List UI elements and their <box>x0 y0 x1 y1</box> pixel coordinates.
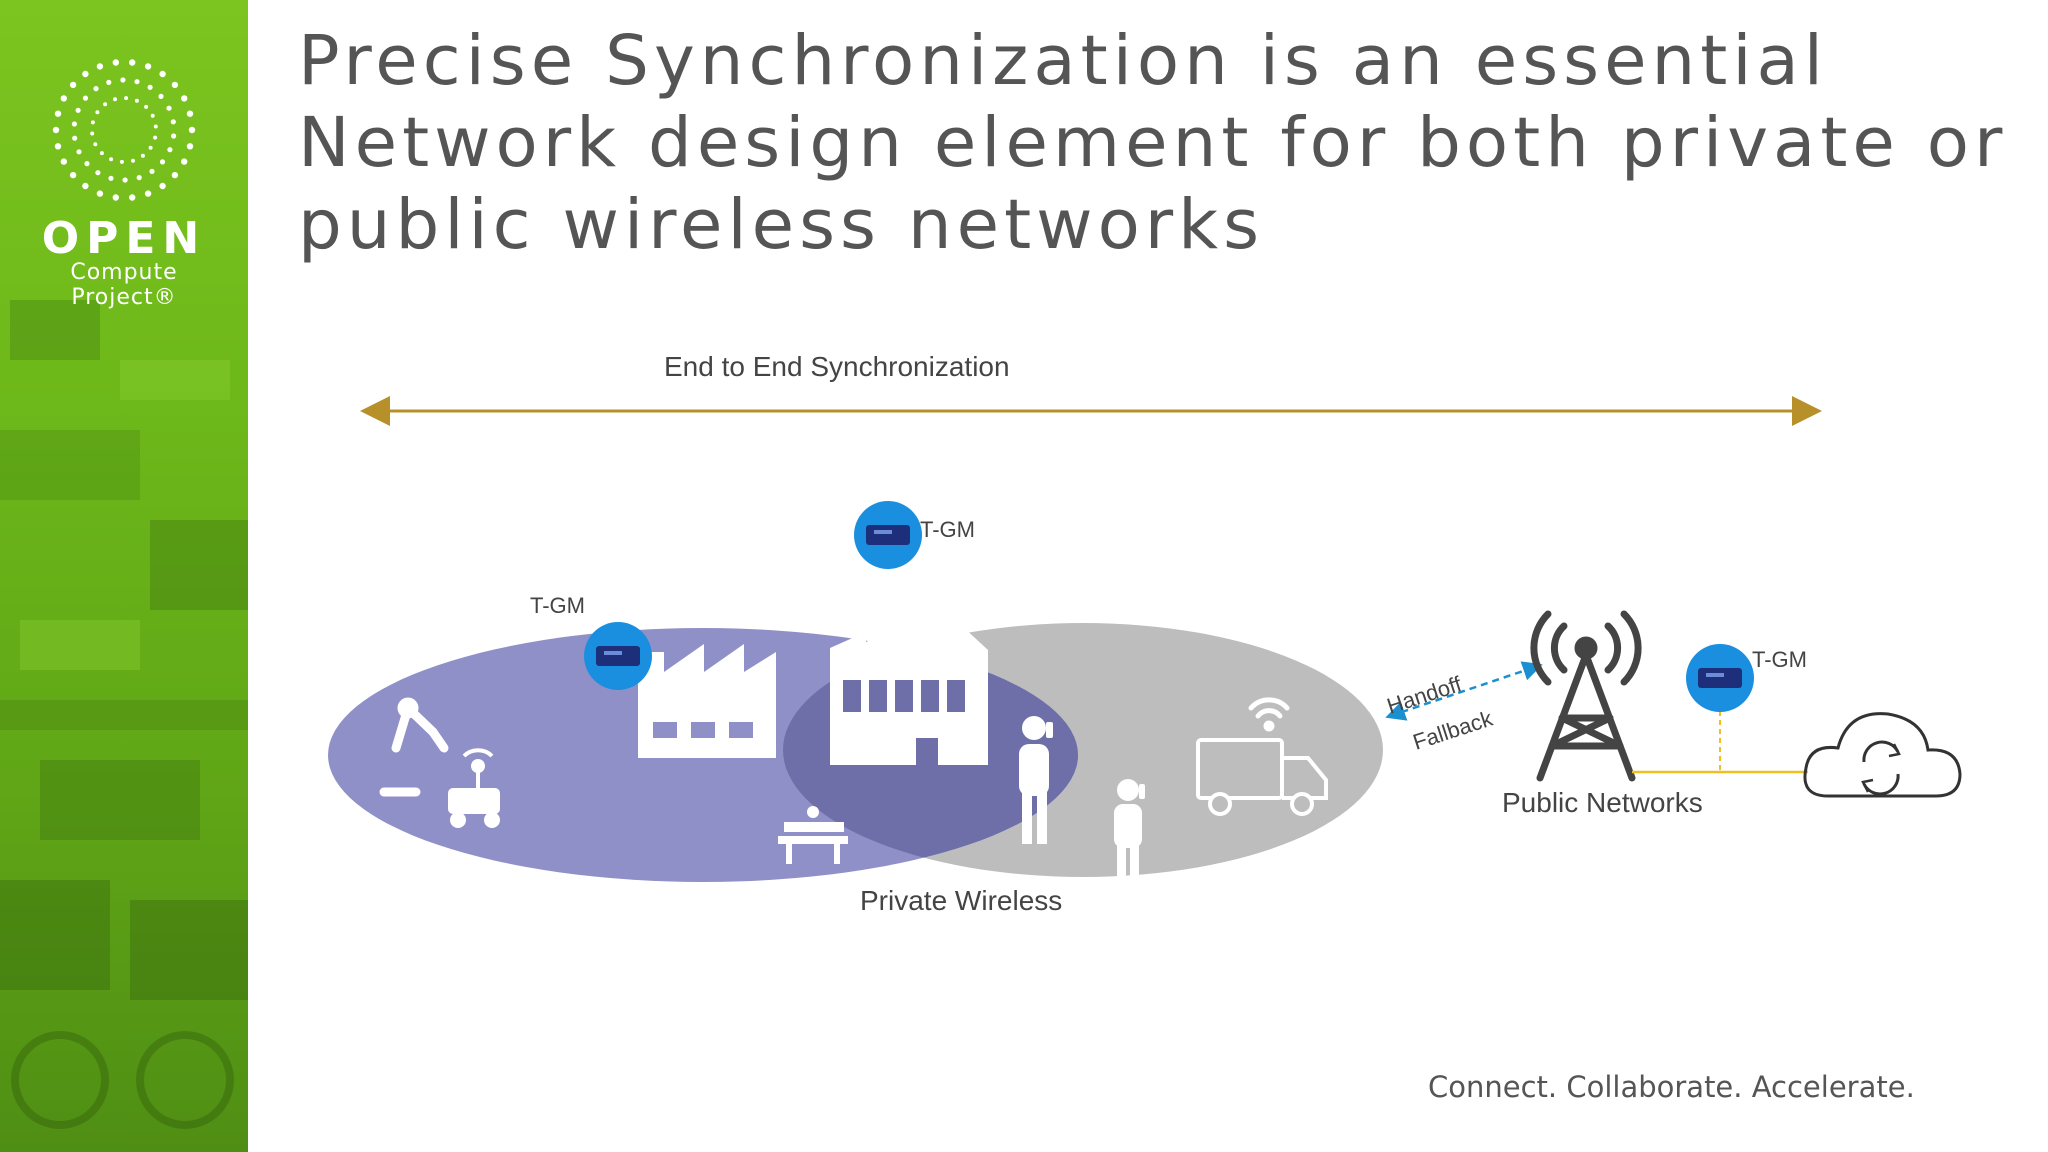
delivery-robot-icon <box>448 748 500 828</box>
open-compute-logo: OPEN Compute Project® <box>0 55 248 315</box>
private-wireless-label: Private Wireless <box>860 885 1062 916</box>
tgm-device-3: T-GM <box>1686 644 1807 712</box>
logo-word-project: Project® <box>71 285 177 310</box>
person-phone-icon <box>1019 716 1053 844</box>
span-label: End to End Synchronization <box>664 351 1010 382</box>
tgm-label-2: T-GM <box>920 517 975 542</box>
open-compute-logo-icon <box>52 59 196 201</box>
grandmaster-device-icon <box>1698 668 1742 688</box>
tgm-label-3: T-GM <box>1752 647 1807 672</box>
wifi-icon <box>1248 697 1290 732</box>
public-networks-label: Public Networks <box>1502 787 1703 818</box>
handoff-label: Handoff <box>1384 671 1465 719</box>
tgm-label-1: T-GM <box>530 593 585 618</box>
office-building-icon <box>830 620 988 765</box>
tagline: Connect. Collaborate. Accelerate. <box>1428 1070 1915 1104</box>
logo-word-compute: Compute <box>70 260 178 285</box>
cell-tower-icon <box>1530 610 1642 782</box>
handoff-arrow <box>1385 661 1543 721</box>
bench-icon <box>778 806 848 864</box>
tgm-device-2: T-GM <box>854 501 975 630</box>
cloud-sync-icon <box>1803 712 1962 798</box>
sidebar-texture <box>0 300 248 1129</box>
grandmaster-device-icon <box>596 646 640 666</box>
person-phone-icon <box>1114 779 1145 882</box>
logo-word-open: OPEN <box>41 213 207 264</box>
factory-icon <box>638 644 776 758</box>
sync-network-diagram: End to End Synchronization <box>328 351 1962 916</box>
tgm-device-1: T-GM <box>530 593 652 690</box>
robot-arm-icon <box>379 697 449 797</box>
grandmaster-device-icon <box>866 525 910 545</box>
brand-sidebar: OPEN Compute Project® <box>0 0 248 1152</box>
truck-icon <box>1196 738 1328 816</box>
slide-title: Precise Synchronization is an essential … <box>298 21 2008 265</box>
fallback-label: Fallback <box>1410 705 1497 754</box>
